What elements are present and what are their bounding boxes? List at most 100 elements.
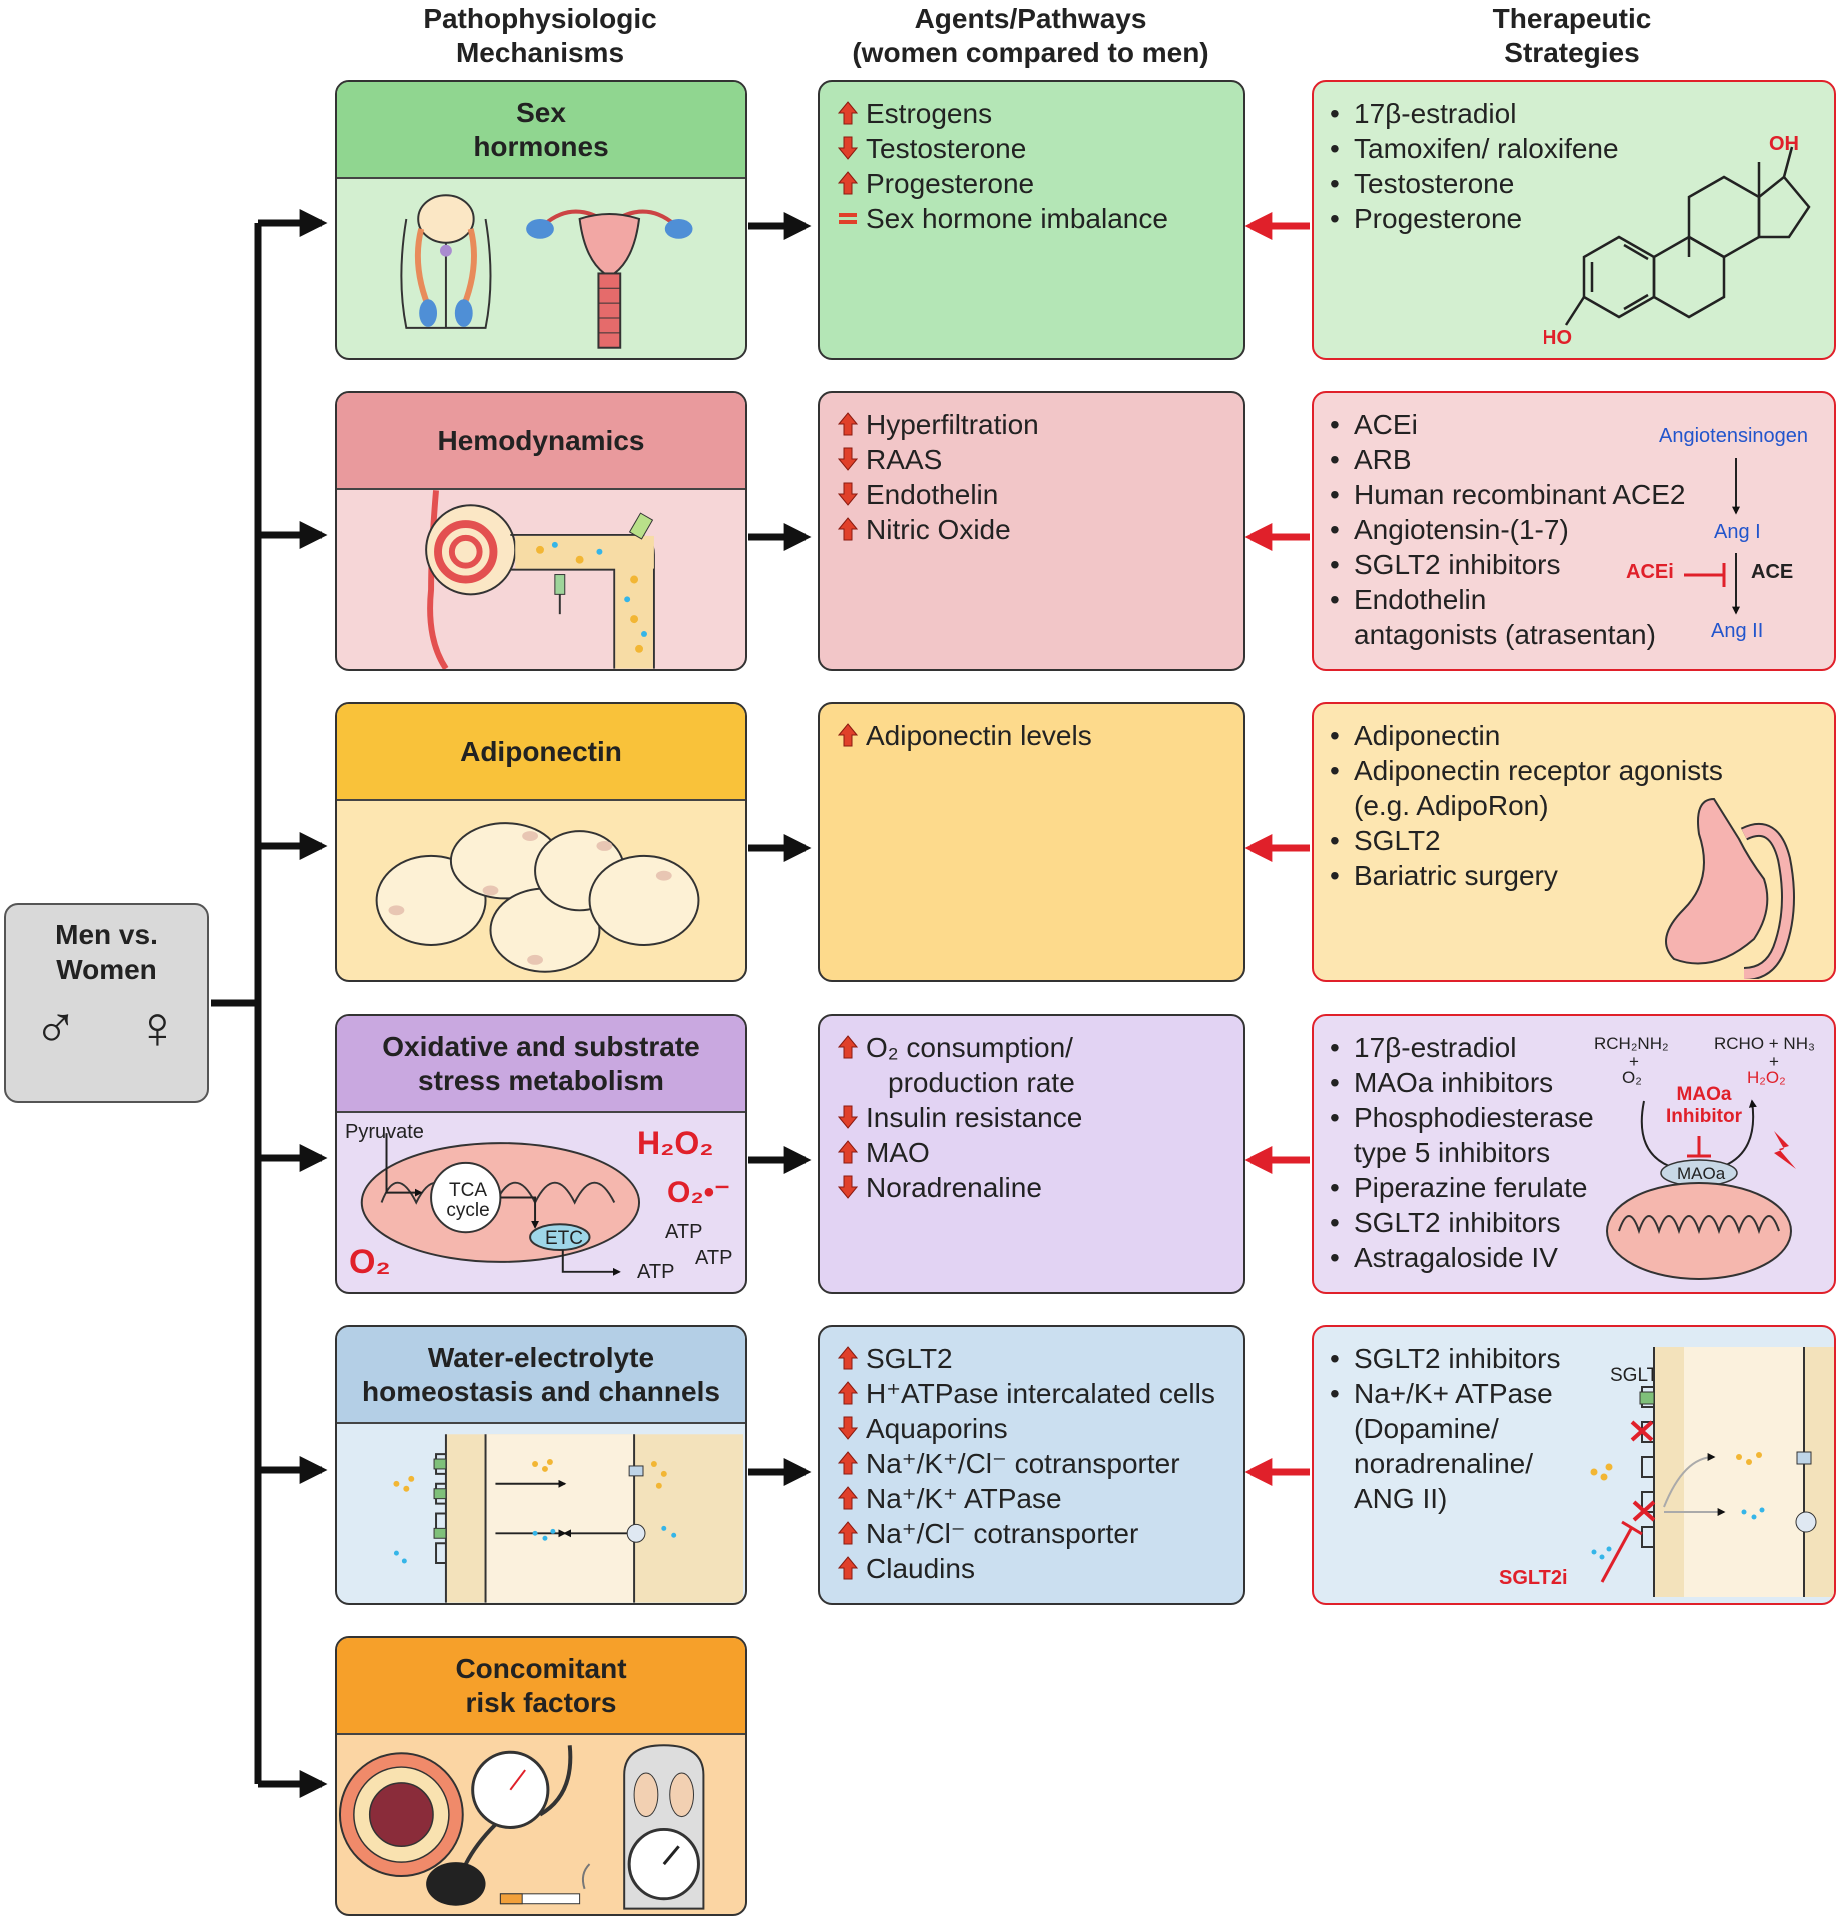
raas-pathway-icon [1684,458,1740,615]
agent-item: Progesterone [838,166,1168,201]
agent-item: Sex hormone imbalance [838,201,1168,236]
mechanism-title: Adiponectin [337,704,745,801]
up-arrow-icon [838,412,860,436]
up-arrow-icon [838,1035,860,1059]
risk-factors-illustration [337,1735,745,1914]
therapy-list: ACEi ARB Human recombinant ACE2 Angioten… [1328,407,1686,652]
pyruvate-label: Pyruvate [345,1121,424,1143]
agent-item: Testosterone [838,131,1168,166]
agent-item: Endothelin [838,477,1039,512]
mechanism-hemodynamics: Hemodynamics [335,391,747,671]
agent-item: Na⁺/Cl⁻ cotransporter [838,1516,1215,1551]
agent-item: H⁺ATPase intercalated cells [838,1376,1215,1411]
down-arrow-icon [838,1175,860,1199]
agents-list: Adiponectin levels [838,718,1092,753]
tree-connector [211,209,812,1798]
agents-list: Estrogens Testosterone Progesterone Sex … [838,96,1168,236]
agent-item: RAAS [838,442,1039,477]
atp-label: ATP [665,1221,703,1243]
blood-pressure-icon [426,1745,573,1906]
therapy-item: Astragaloside IV [1328,1240,1594,1275]
agents-water-electrolyte: SGLT2 H⁺ATPase intercalated cells Aquapo… [818,1325,1245,1605]
ang1-label: Ang I [1714,521,1761,543]
down-arrow-icon [838,1416,860,1440]
agent-item: Hyperfiltration [838,407,1039,442]
up-arrow-icon [838,1486,860,1510]
agents-hemodynamics: Hyperfiltration RAAS Endothelin Nitric O… [818,391,1245,671]
therapy-water-electrolyte: SGLT2 inhibitors Na+/K+ ATPase(Dopamine/… [1312,1325,1836,1605]
h2o2-label: H₂O₂ [637,1125,714,1161]
up-arrow-icon [838,1140,860,1164]
therapy-item: Adiponectin [1328,718,1723,753]
mechanism-title: Hemodynamics [337,393,745,490]
therapy-hemodynamics: ACEi ARB Human recombinant ACE2 Angioten… [1312,391,1836,671]
therapy-item: SGLT2 inhibitors [1328,1341,1560,1376]
o2-label: O₂ [349,1243,391,1281]
male-reproductive-icon [400,194,492,329]
agent-item: Claudins [838,1551,1215,1586]
therapy-item: Testosterone [1328,166,1619,201]
nephron-illustration [337,490,745,669]
up-arrow-icon [838,101,860,125]
therapy-item: 17β-estradiol [1328,96,1619,131]
mao-mitochondrion-icon [1606,1099,1796,1280]
up-arrow-icon [838,1381,860,1405]
therapy-adiponectin: Adiponectin Adiponectin receptor agonist… [1312,702,1836,982]
oh-label: OH [1769,133,1799,155]
header-mechanisms: Pathophysiologic Mechanisms [423,3,657,68]
agent-item: Noradrenaline [838,1170,1082,1205]
up-arrow-icon [838,1451,860,1475]
reproductive-organs-illustration [337,179,745,358]
down-arrow-icon [838,136,860,160]
down-arrow-icon [838,447,860,471]
agent-item: Aquaporins [838,1411,1215,1446]
ace-label: ACE [1751,561,1794,583]
ang2-label: Ang II [1711,620,1764,642]
therapy-oxidative: 17β-estradiol MAOa inhibitors Phosphodie… [1312,1014,1836,1294]
weight-scale-icon [623,1744,705,1910]
therapy-item: Bariatric surgery [1328,858,1723,893]
o2-radical-label: O₂•⁻ [667,1176,731,1209]
up-arrow-icon [838,723,860,747]
therapy-item: Angiotensin-(1-7) [1328,512,1686,547]
therapy-list: 17β-estradiol Tamoxifen/ raloxifene Test… [1328,96,1619,236]
estradiol-structure-icon: OH HO [1544,133,1811,349]
therapy-list: 17β-estradiol MAOa inhibitors Phosphodie… [1328,1030,1594,1275]
therapy-item: SGLT2 [1328,823,1723,858]
header-agents: Agents/Pathways (women compared to men) [852,3,1209,68]
atp-label: ATP [637,1261,675,1283]
agent-item: MAO [838,1135,1082,1170]
therapy-item: Na+/K+ ATPase(Dopamine/noradrenaline/ANG… [1328,1376,1560,1516]
stomach-bypass-icon [1665,797,1795,979]
angiotensinogen-label: Angiotensinogen [1659,425,1809,447]
up-arrow-icon [838,1346,860,1370]
therapy-item: MAOa inhibitors [1328,1065,1594,1100]
etc-label: ETC [545,1228,583,1249]
agent-item: Na⁺/K⁺/Cl⁻ cotransporter [838,1446,1215,1481]
therapy-item: Piperazine ferulate [1328,1170,1594,1205]
agents-oxidative: O₂ consumption/ production rate Insulin … [818,1014,1245,1294]
agent-item: Nitric Oxide [838,512,1039,547]
therapy-item: Progesterone [1328,201,1619,236]
mechanism-adiponectin: Adiponectin [335,702,747,982]
therapy-item: SGLT2 inhibitors [1328,547,1686,582]
sglt2-inhibition-icon [1590,1347,1834,1597]
up-arrow-icon [838,1556,860,1580]
root-title: Men vs. Women [55,919,158,985]
ho-label: HO [1544,327,1572,349]
up-arrow-icon [838,171,860,195]
therapy-item: ACEi [1328,407,1686,442]
down-arrow-icon [838,1105,860,1129]
